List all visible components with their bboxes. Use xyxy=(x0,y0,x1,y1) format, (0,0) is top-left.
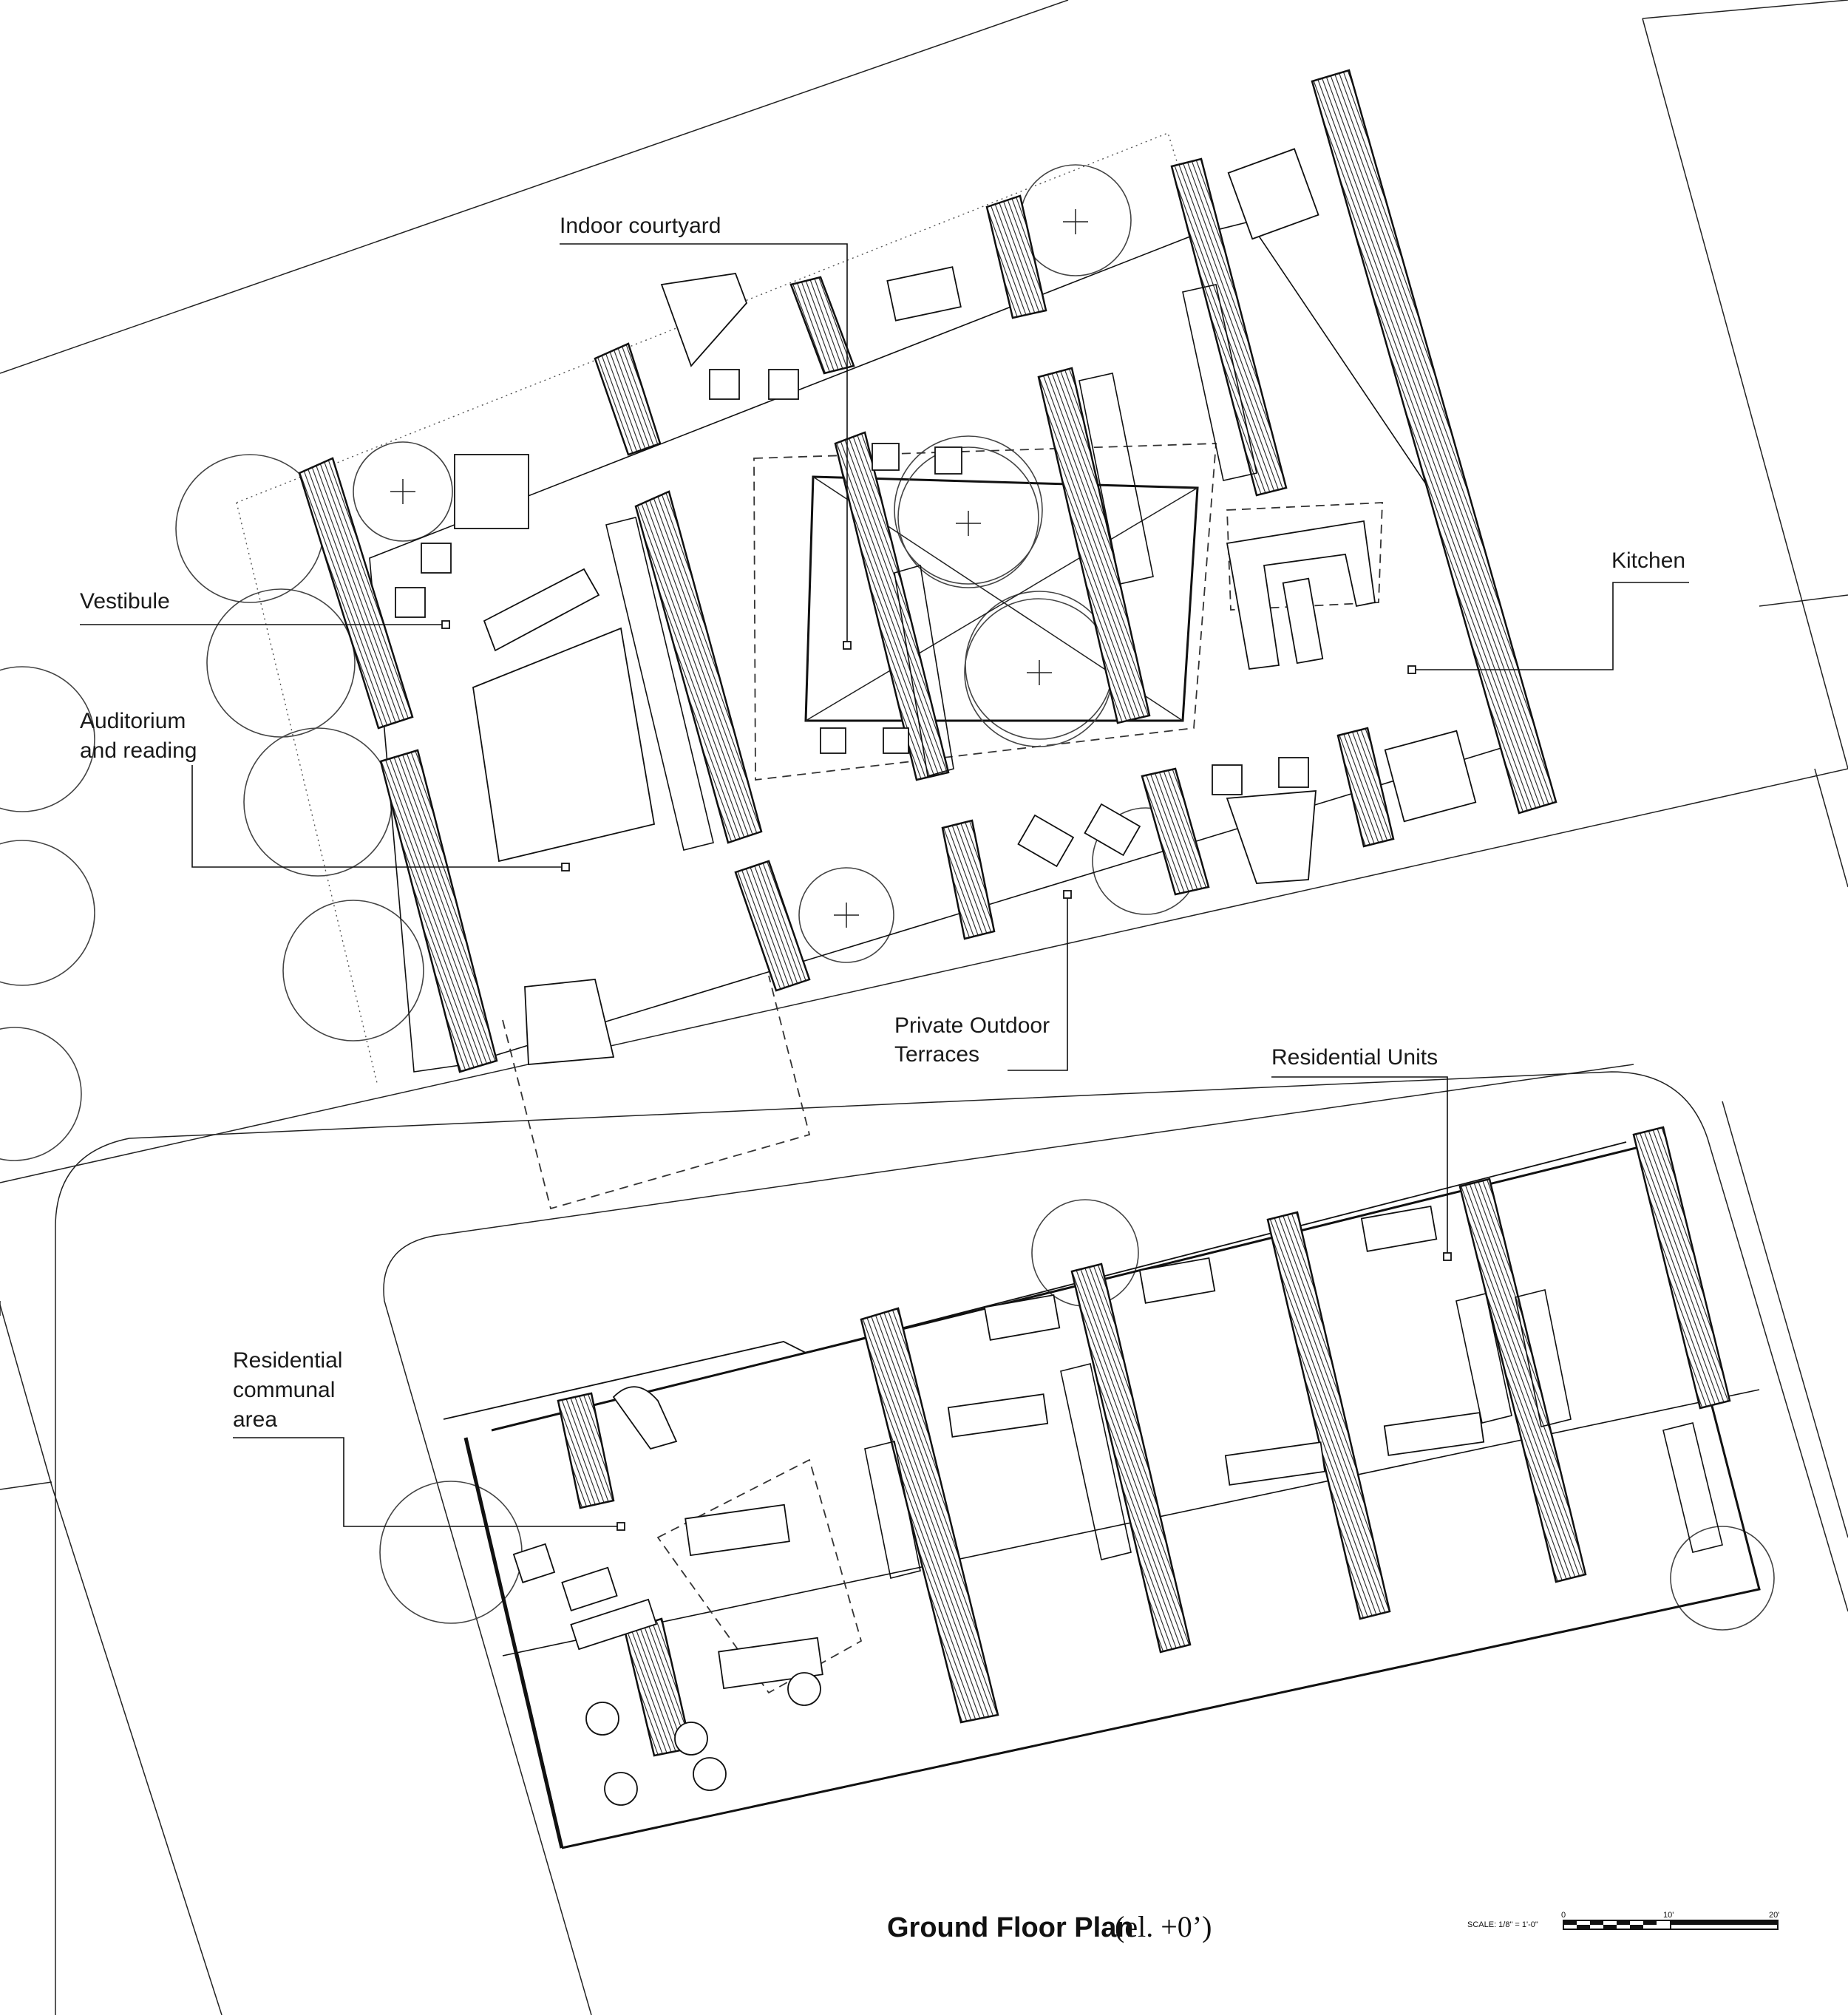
label-kitchen: Kitchen xyxy=(1611,548,1685,573)
label-residential-units: Residential Units xyxy=(1271,1045,1438,1070)
label-auditorium-line1: Auditorium xyxy=(80,709,186,733)
stairs xyxy=(605,284,1257,851)
scale-tick-10: 10' xyxy=(1663,1911,1674,1920)
leaders xyxy=(80,243,1689,1531)
upper-building xyxy=(236,69,1557,1210)
label-terraces-line1: Private Outdoor xyxy=(894,1013,1050,1038)
plan-title: Ground Floor Plan (el. +0’) xyxy=(887,1910,1212,1943)
lower-building xyxy=(443,1126,1761,1849)
scale-text: SCALE: 1/8" = 1'-0" xyxy=(1467,1920,1538,1929)
label-vestibule: Vestibule xyxy=(80,589,170,614)
label-communal-line2: communal xyxy=(233,1378,335,1402)
scale-tick-20: 20' xyxy=(1769,1911,1779,1920)
scale-bar: SCALE: 1/8" = 1'-0" 0 10' 20' xyxy=(1467,1911,1779,1930)
room-labels: Indoor courtyard Vestibule Auditorium an… xyxy=(80,214,1685,1432)
label-communal-line3: area xyxy=(233,1407,277,1432)
label-communal-line1: Residential xyxy=(233,1348,342,1373)
title-elevation: (el. +0’) xyxy=(1115,1910,1212,1943)
label-auditorium-line2: and reading xyxy=(80,738,197,763)
label-terraces-line2: Terraces xyxy=(894,1042,979,1067)
label-indoor-courtyard: Indoor courtyard xyxy=(560,214,721,238)
title-text: Ground Floor Plan xyxy=(887,1912,1134,1943)
scale-tick-0: 0 xyxy=(1561,1911,1566,1920)
